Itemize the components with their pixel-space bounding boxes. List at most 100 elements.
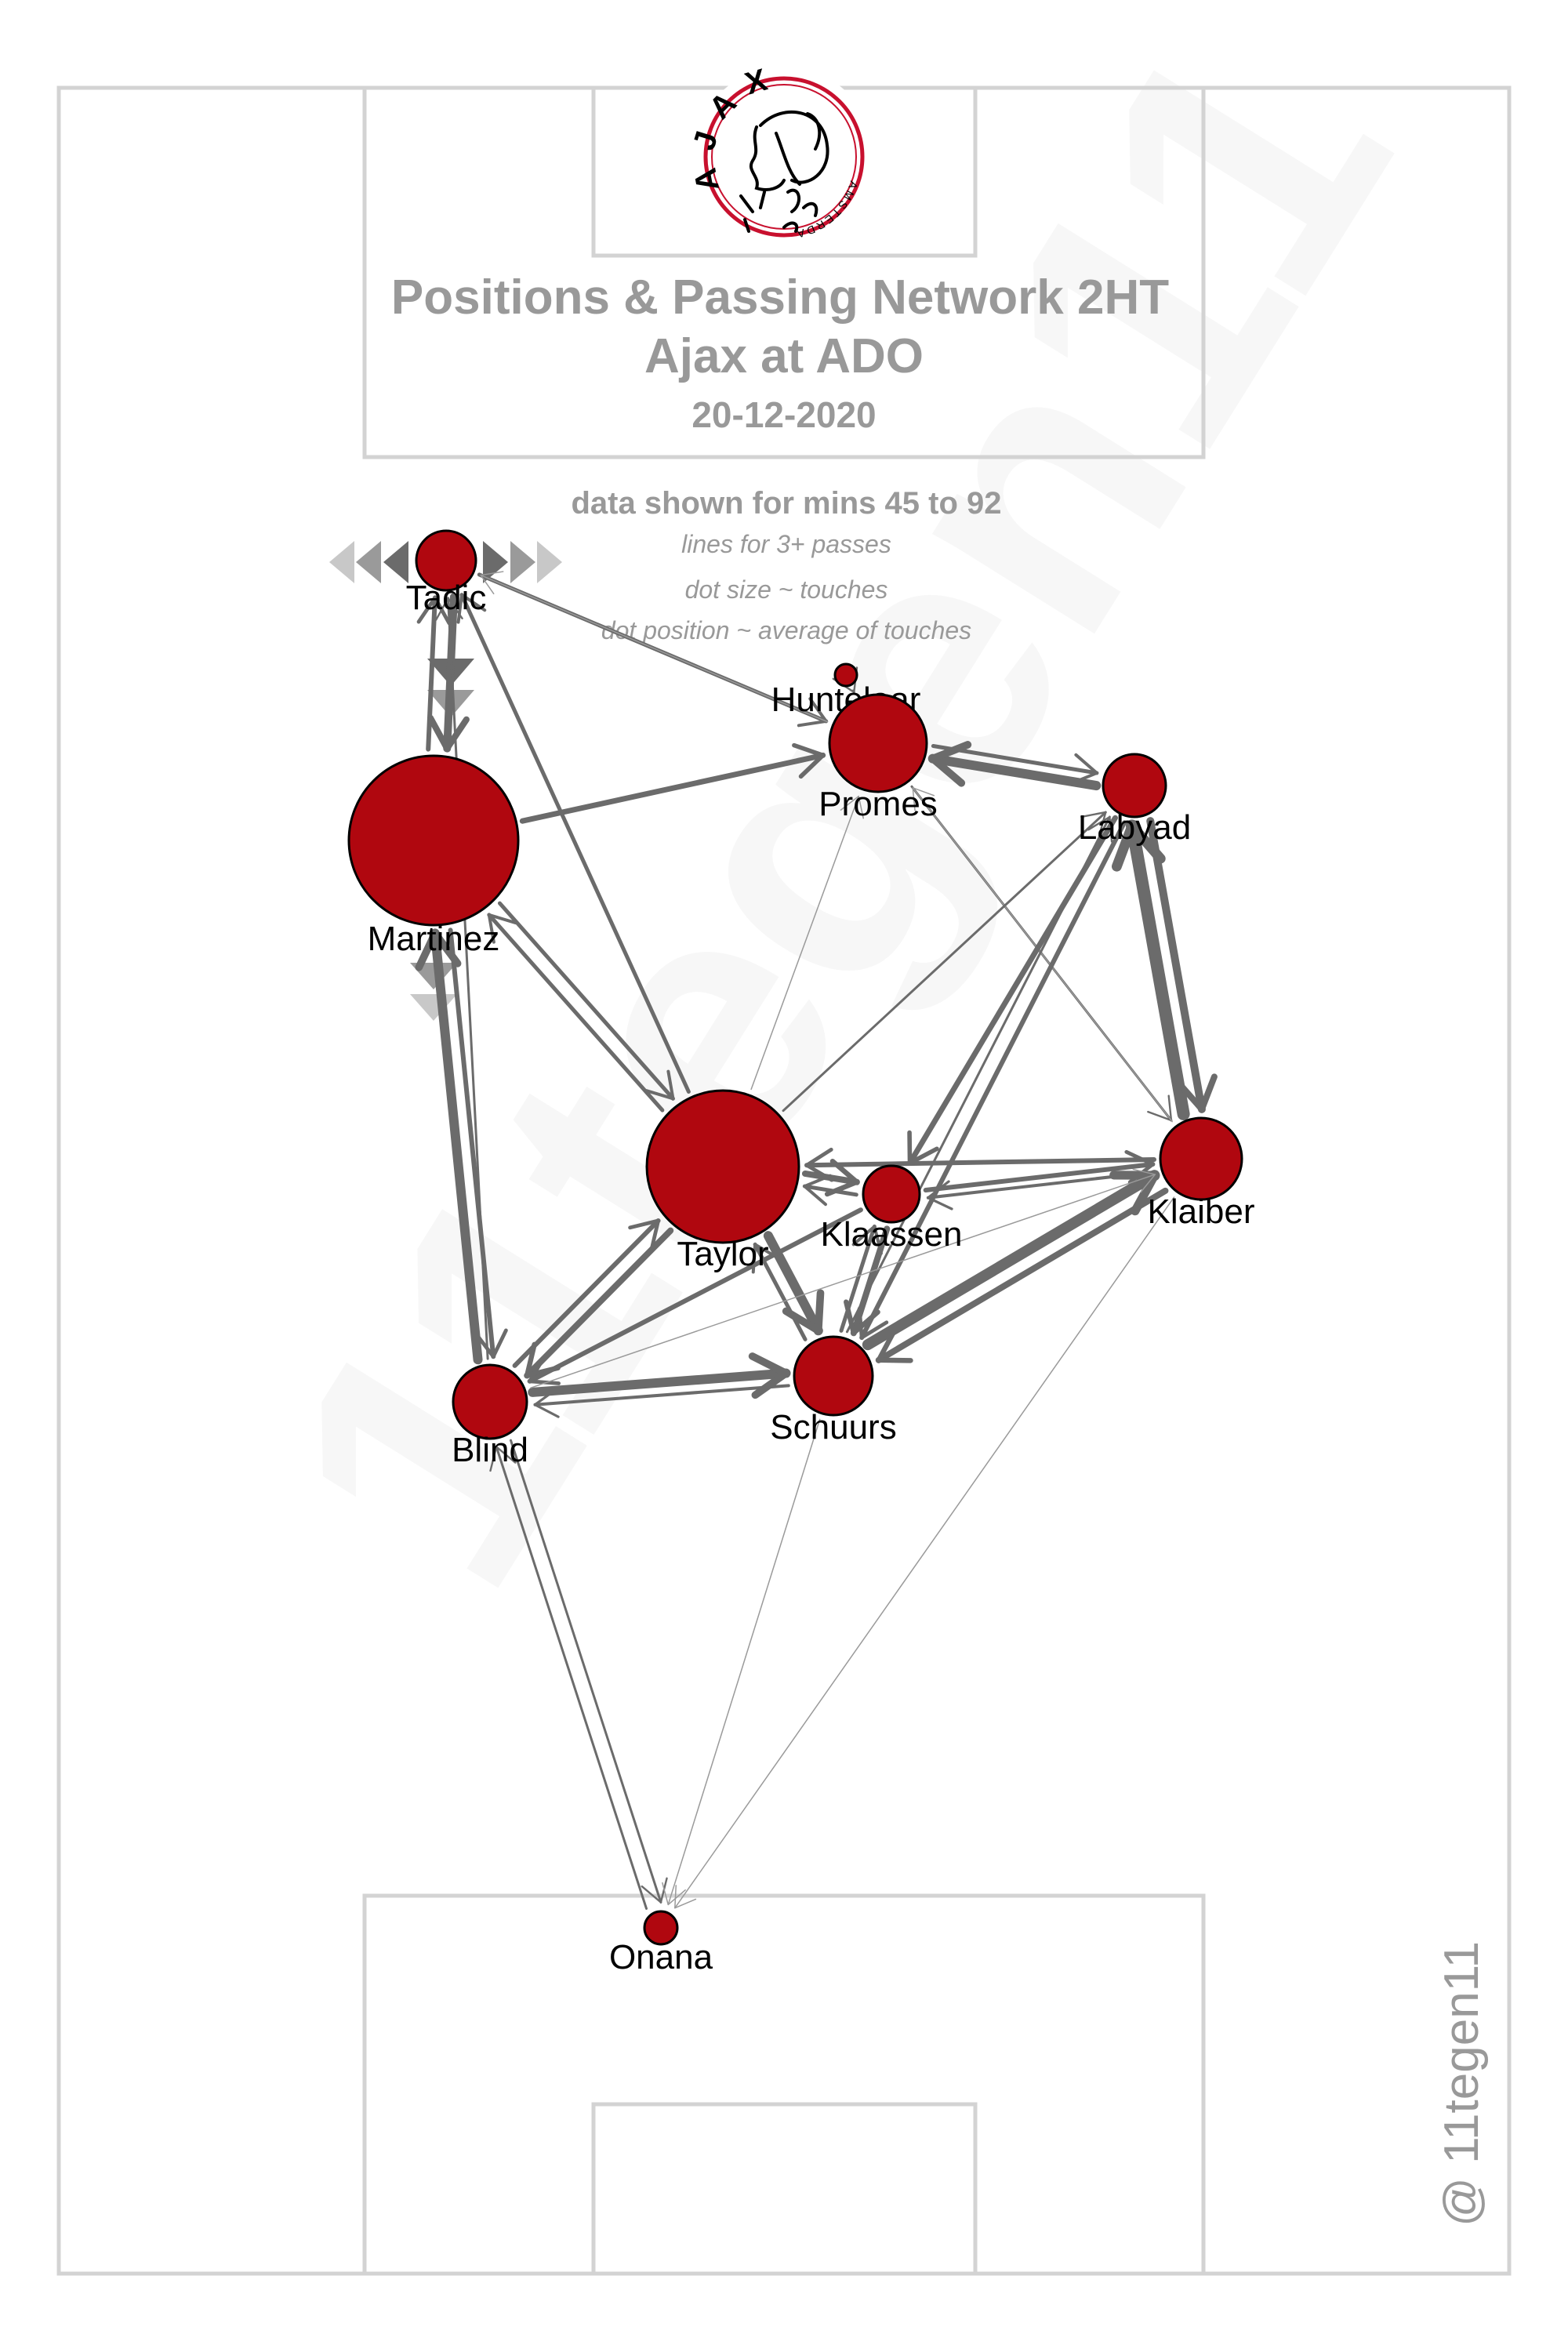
arrowhead-icon — [748, 1352, 790, 1399]
pass-edges — [415, 571, 1218, 1911]
player-node-martinez: Martinez — [347, 754, 520, 958]
edge-line — [495, 1445, 648, 1911]
arrowhead-icon — [435, 597, 463, 621]
arrowhead-icon — [1132, 1168, 1156, 1193]
pass-edge-promes-to-labyad — [931, 744, 1099, 786]
pass-edge-klaiber-to-onana — [674, 1196, 1175, 1909]
ajax-logo: AJAX AMSTERDAM — [685, 59, 874, 247]
player-label: Klaiber — [1148, 1192, 1255, 1231]
player-node-promes: Promes — [818, 693, 938, 823]
edge-line — [1125, 819, 1190, 1121]
player-dot — [347, 754, 520, 927]
pass-edge-taylor-to-martinez — [487, 913, 665, 1112]
edge-line — [923, 1162, 1156, 1193]
pass-edge-tadic-to-martinez — [426, 593, 470, 753]
arrowhead-icon — [426, 714, 470, 752]
figure-title: Positions & Passing Network 2HT — [391, 270, 1169, 325]
pass-edge-onana-to-blind — [489, 1445, 648, 1911]
player-node-labyad: Labyad — [1078, 753, 1191, 847]
edge-line — [802, 1184, 858, 1197]
arrowhead-icon — [840, 795, 864, 819]
credit-text: @ 11tegen11 — [1435, 1941, 1489, 2227]
pass-edge-klaiber-to-labyad — [1111, 819, 1190, 1121]
player-dot — [1159, 1116, 1243, 1201]
arrowhead-icon — [912, 787, 935, 811]
arrowhead-icon — [1069, 753, 1098, 786]
edge-line — [801, 1170, 860, 1185]
player-dot — [828, 693, 928, 793]
pass-edge-taylor-to-labyad — [782, 811, 1107, 1112]
arrowhead-icon — [662, 1882, 686, 1906]
pass-edge-martinez-to-blind — [448, 927, 508, 1359]
edge-line — [519, 752, 826, 824]
player-dot — [452, 1363, 528, 1440]
arrowhead-icon — [1080, 811, 1107, 837]
player-dot — [415, 529, 477, 592]
arrowhead-icon — [782, 1289, 825, 1335]
pass-edge-martinez-to-taylor — [497, 901, 675, 1101]
edge-line — [845, 815, 1111, 1334]
arrowhead-icon — [792, 742, 826, 779]
arrowhead-icon — [416, 596, 452, 626]
player-label: Blind — [452, 1431, 528, 1469]
match-subtitle: Ajax at ADO — [644, 329, 924, 383]
player-nodes: TadicHuntelaarPromesLabyadMartinezTaylor… — [347, 529, 1255, 1976]
arrowhead-icon — [927, 1180, 953, 1210]
edge-line — [782, 811, 1107, 1112]
edge-line — [426, 595, 437, 752]
edge-line — [875, 1187, 1169, 1363]
player-label: Klaassen — [820, 1215, 962, 1254]
edge-line — [459, 593, 691, 1094]
player-label: Martinez — [368, 920, 500, 958]
player-node-onana: Onana — [609, 1910, 713, 1976]
pass-edge-blind-to-onana — [510, 1439, 668, 1904]
edge-line — [524, 1227, 674, 1379]
player-label: Labyad — [1078, 808, 1191, 847]
edge-line — [850, 1225, 891, 1337]
edge-line — [912, 787, 1173, 1123]
arrowhead-icon — [1175, 1073, 1218, 1112]
arrowhead-icon — [1087, 815, 1113, 843]
arrowhead-icon — [876, 1329, 913, 1363]
edge-line — [448, 927, 496, 1359]
edge-line — [1146, 817, 1206, 1113]
pass-edge-schuurs-to-labyad — [845, 815, 1113, 1334]
pass-edge-blind-to-schuurs — [528, 1352, 791, 1399]
arrowhead-icon — [628, 1218, 661, 1251]
edge-line — [487, 913, 665, 1112]
arrowhead-icon — [480, 571, 504, 595]
down-triangle-icon — [410, 994, 457, 1021]
bottom-penalty-box — [362, 1893, 1206, 2276]
pass-edge-blind-to-klaiber — [530, 1168, 1156, 1388]
player-node-schuurs: Schuurs — [770, 1335, 897, 1446]
player-label: Onana — [609, 1938, 713, 1976]
player-label: Tadic — [406, 579, 487, 617]
pass-edge-taylor-to-promes — [750, 795, 864, 1091]
edge-line — [430, 928, 483, 1365]
left-triangle-icon — [356, 541, 381, 583]
arrowhead-icon — [474, 1328, 508, 1359]
edge-line — [674, 1196, 1175, 1909]
pass-edge-labyad-to-klaiber — [1146, 817, 1218, 1113]
edge-line — [804, 1156, 1157, 1168]
pass-edge-martinez-to-tadic — [416, 595, 452, 752]
edge-line — [862, 1170, 1160, 1351]
arrowhead-icon — [644, 1069, 675, 1101]
edge-line — [512, 1218, 661, 1368]
arrowhead-icon — [528, 1354, 561, 1385]
left-triangle-icon — [329, 541, 354, 583]
edge-line — [931, 744, 1099, 775]
arrowhead-icon — [1111, 820, 1166, 872]
arrowhead-icon — [489, 1446, 517, 1472]
player-dot — [862, 1164, 921, 1224]
edge-line — [839, 1224, 877, 1333]
edge-line — [859, 820, 1127, 1341]
ajax-head-icon — [739, 110, 829, 233]
arrowhead-icon — [415, 929, 462, 971]
bottom-goal-box — [591, 2102, 978, 2276]
edge-line — [528, 1368, 791, 1397]
arrowhead-icon — [851, 1225, 883, 1255]
dot-size-note: dot size ~ touches — [685, 575, 888, 604]
player-node-taylor: Taylor — [645, 1089, 800, 1273]
